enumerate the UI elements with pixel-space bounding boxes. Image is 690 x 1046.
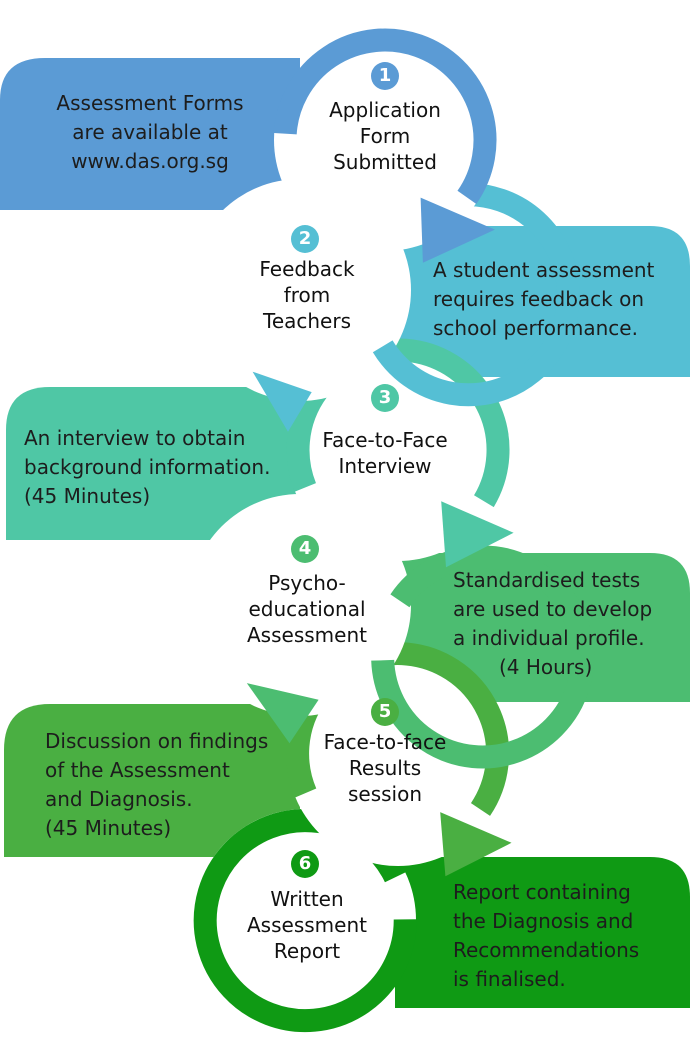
callout-box-6 [395,857,690,1008]
step-6-title: Written Assessment Report [227,886,387,964]
note-line: requires feedback on [433,287,645,311]
callout-box-4 [395,553,690,702]
callout-box-2 [395,226,690,377]
step-5-title-line: Results [348,756,422,780]
callout-box-5 [4,704,300,857]
step-6-number-badge: 6 [291,850,319,878]
step-6-note: Report containing the Diagnosis and Reco… [453,878,688,994]
step-2-number-badge: 2 [291,225,319,253]
step-2-title-line: Feedback [259,257,355,281]
step-4-title: Psycho- educational Assessment [227,570,387,648]
step-1-note: Assessment Forms are available at www.da… [30,89,270,176]
step-2-title-line: Teachers [263,309,351,333]
step-1-title-line: Submitted [333,150,437,174]
note-line: background information. [24,455,271,479]
note-line: are available at [72,120,228,144]
note-line: Assessment Forms [56,91,244,115]
step-1-title: Application Form Submitted [305,97,465,175]
step-2-note: A student assessment requires feedback o… [433,256,688,343]
note-line: school performance. [433,316,638,340]
step-3-title-line: Face-to-Face [322,428,448,452]
step-6-title-line: Assessment [247,913,367,937]
step-3-number-badge: 3 [371,384,399,412]
step-3-note: An interview to obtain background inform… [24,424,299,511]
step-3-title-line: Interview [338,454,432,478]
note-line: are used to develop [453,597,653,621]
step-1-title-line: Form [359,124,411,148]
note-line: of the Assessment [45,758,230,782]
note-line: and Diagnosis. [45,787,193,811]
step-5-note: Discussion on findings of the Assessment… [45,727,300,843]
step-6-title-line: Written [270,887,344,911]
note-line: is finalised. [453,967,566,991]
step-3-title: Face-to-Face Interview [305,427,465,479]
step-2-title: Feedback from Teachers [227,256,387,334]
ring-arrow-1 [273,28,497,263]
step-4-note: Standardised tests are used to develop a… [453,566,688,682]
note-line: a individual profile. [453,626,645,650]
callout-box-1 [0,58,300,210]
step-4-number-badge: 4 [291,535,319,563]
note-line: Recommendations [453,938,640,962]
step-5-number-badge: 5 [371,698,399,726]
note-line: (4 Hours) [499,655,593,679]
note-line: the Diagnosis and [453,909,634,933]
step-2-title-line: from [283,283,331,307]
step-4-title-line: Psycho- [268,571,346,595]
note-line: A student assessment [433,258,655,282]
note-line: www.das.org.sg [71,149,229,173]
step-4-title-line: educational [248,597,366,621]
note-line: Discussion on findings [45,729,269,753]
step-6-title-line: Report [273,939,341,963]
step-5-title-line: Face-to-face [323,730,447,754]
step-1-number-badge: 1 [371,62,399,90]
note-line: (45 Minutes) [24,484,151,508]
note-line: (45 Minutes) [45,816,172,840]
note-line: Report containing [453,880,631,904]
step-5-title-line: session [347,782,423,806]
note-line: Standardised tests [453,568,641,592]
step-1-title-line: Application [329,98,441,122]
callout-box-3 [6,387,300,540]
step-5-title: Face-to-face Results session [305,729,465,807]
step-4-title-line: Assessment [247,623,367,647]
note-line: An interview to obtain [24,426,246,450]
